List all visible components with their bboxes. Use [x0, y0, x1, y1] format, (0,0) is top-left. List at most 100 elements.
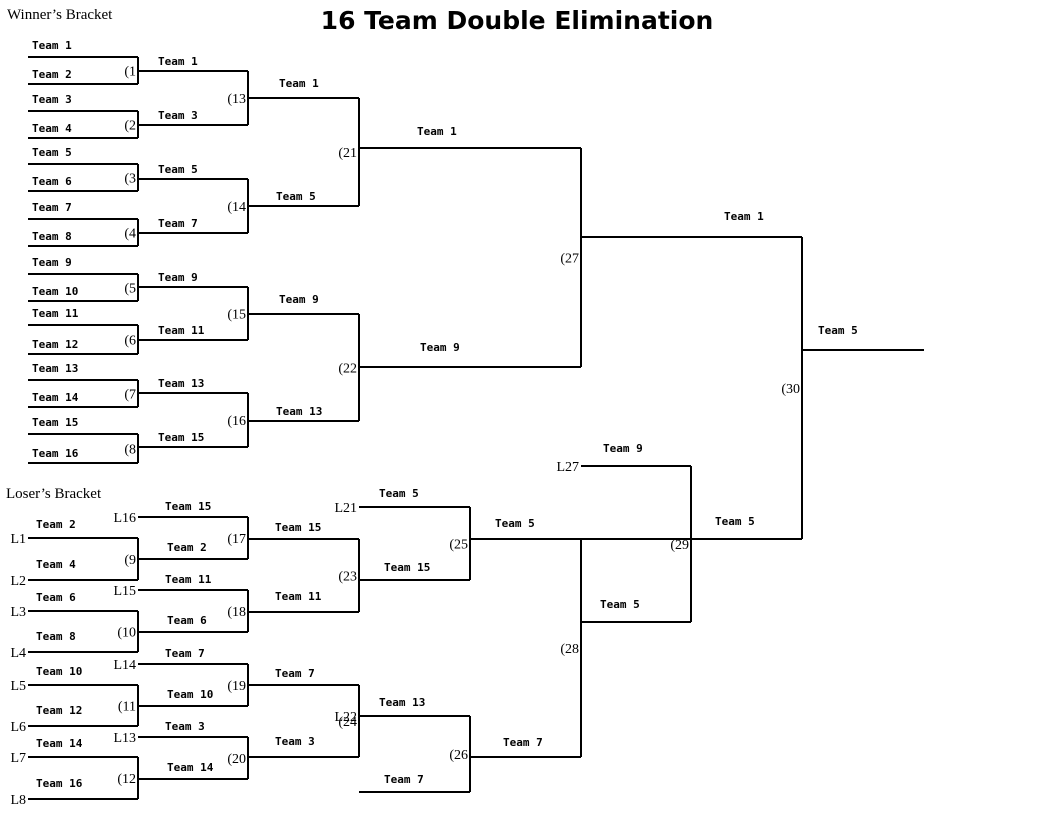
team-name: Team 3: [275, 735, 315, 748]
game-number: (6: [124, 334, 136, 349]
team-name: Team 10: [167, 688, 213, 701]
drop-source-label: L13: [113, 731, 136, 746]
team-name: Team 1: [158, 55, 198, 68]
page-title: 16 Team Double Elimination: [321, 6, 714, 35]
team-name: Team 6: [36, 591, 76, 604]
seed-label: L6: [10, 720, 26, 735]
team-name: Team 3: [165, 720, 205, 733]
team-name: Team 13: [379, 696, 425, 709]
team-name: Team 11: [275, 590, 322, 603]
team-name: Team 6: [32, 175, 72, 188]
winners-bracket-label: Winner’s Bracket: [7, 7, 113, 23]
team-name: Team 8: [36, 630, 76, 643]
game-number: (28: [560, 642, 579, 657]
game-number: (1: [124, 65, 136, 80]
game-number: (30: [781, 382, 800, 397]
seed-label: L8: [10, 793, 26, 808]
drop-source-label: L21: [334, 501, 357, 516]
game-number: (26: [449, 748, 468, 763]
game-number: (11: [118, 700, 136, 715]
team-name: Team 13: [276, 405, 322, 418]
game-number: (27: [560, 252, 579, 267]
game-number: (3: [124, 172, 136, 187]
game-number: (23: [338, 570, 357, 585]
game-number: (15: [227, 308, 246, 323]
team-name: Team 1: [32, 39, 72, 52]
losers-bracket-label: Loser’s Bracket: [6, 486, 102, 502]
game-number: (29: [670, 538, 689, 553]
drop-source-label: L22: [334, 710, 357, 725]
team-name: Team 10: [32, 285, 78, 298]
game-number: (19: [227, 679, 246, 694]
team-name: Team 1: [279, 77, 319, 90]
drop-source-label: L15: [113, 584, 136, 599]
team-name: Team 12: [32, 338, 78, 351]
team-name: Team 16: [32, 447, 79, 460]
team-name: Team 13: [32, 362, 78, 375]
team-name: Team 7: [503, 736, 543, 749]
team-name: Team 11: [158, 324, 205, 337]
seed-label: L1: [10, 532, 26, 547]
seed-label: L7: [10, 751, 26, 766]
game-number: (14: [227, 200, 246, 215]
team-name: Team 9: [603, 442, 643, 455]
game-number: (12: [117, 772, 136, 787]
team-name: Team 7: [275, 667, 315, 680]
team-name: Team 5: [276, 190, 316, 203]
team-name: Team 15: [158, 431, 204, 444]
team-name: Team 7: [32, 201, 72, 214]
team-name: Team 15: [32, 416, 78, 429]
team-name: Team 9: [32, 256, 72, 269]
game-number: (4: [124, 227, 136, 242]
seed-label: L5: [10, 679, 26, 694]
seed-label: L3: [10, 605, 26, 620]
team-name: Team 3: [158, 109, 198, 122]
team-name: Team 11: [32, 307, 79, 320]
team-name: Team 13: [158, 377, 204, 390]
team-name: Team 3: [32, 93, 72, 106]
team-name: Team 14: [167, 761, 214, 774]
team-name: Team 6: [167, 614, 207, 627]
seed-label: L4: [10, 646, 26, 661]
team-name: Team 5: [158, 163, 198, 176]
team-name: Team 12: [36, 704, 82, 717]
team-name: Team 10: [36, 665, 82, 678]
team-name: Team 15: [275, 521, 321, 534]
drop-source-label: L14: [113, 658, 136, 673]
game-number: (25: [449, 538, 468, 553]
team-name: Team 1: [724, 210, 764, 223]
game-number: (10: [117, 626, 136, 641]
bracket-lines: [28, 56, 924, 800]
game-number: (24: [338, 715, 357, 730]
team-name: Team 1: [417, 125, 457, 138]
team-name: Team 8: [32, 230, 72, 243]
team-name: Team 5: [495, 517, 535, 530]
game-number: (13: [227, 92, 246, 107]
game-number: (5: [124, 282, 136, 297]
game-number: (22: [338, 362, 357, 377]
seed-label: L2: [10, 574, 26, 589]
team-name: Team 5: [32, 146, 72, 159]
champion-name: Team 5: [818, 324, 858, 337]
drop-source-label: L27: [556, 460, 579, 475]
team-name: Team 9: [420, 341, 460, 354]
team-name: Team 7: [158, 217, 198, 230]
team-name: Team 2: [36, 518, 76, 531]
team-name: Team 5: [715, 515, 755, 528]
game-number: (20: [227, 752, 246, 767]
team-name: Team 5: [379, 487, 419, 500]
team-name: Team 7: [165, 647, 205, 660]
game-number: (9: [124, 553, 136, 568]
team-name: Team 2: [32, 68, 72, 81]
team-name: Team 9: [158, 271, 198, 284]
game-number: (17: [227, 532, 246, 547]
game-number: (8: [124, 443, 136, 458]
drop-source-label: L16: [113, 511, 136, 526]
game-number: (21: [338, 146, 357, 161]
game-number: (18: [227, 605, 246, 620]
game-number: (2: [124, 119, 136, 134]
team-name: Team 11: [165, 573, 212, 586]
game-number: (16: [227, 414, 246, 429]
